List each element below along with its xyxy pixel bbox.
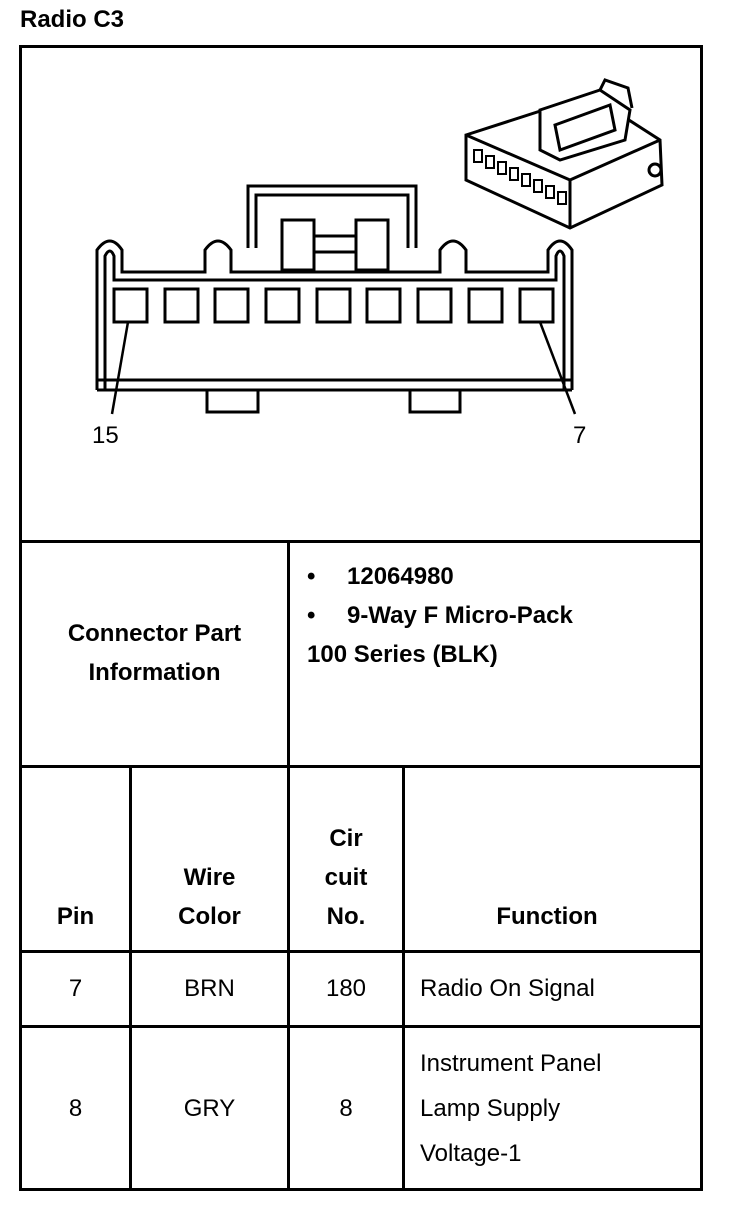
part-number: • 12064980 xyxy=(307,563,454,590)
divider xyxy=(19,765,703,768)
table-cell-function: Instrument Panel xyxy=(420,1050,602,1077)
header-function: Function xyxy=(496,903,598,930)
table-cell-function: Voltage-1 xyxy=(420,1140,522,1167)
divider xyxy=(19,950,703,953)
page-title: Radio C3 xyxy=(20,6,125,33)
table-cell-function: Radio On Signal xyxy=(420,975,595,1002)
table-cell-pin: 8 xyxy=(68,1095,83,1122)
connector-frame xyxy=(19,45,703,1191)
divider xyxy=(129,765,132,1190)
divider xyxy=(402,765,405,1190)
pin-label-15: 15 xyxy=(92,422,119,449)
pin-label-7: 7 xyxy=(573,422,586,449)
header-circuit: Cir cuit No. xyxy=(324,825,368,930)
connector-type: • 9-Way F Micro-Pack xyxy=(307,602,573,629)
divider xyxy=(287,540,290,1190)
header-pin: Pin xyxy=(56,903,95,930)
divider xyxy=(19,1025,703,1028)
table-cell-wire-color: GRY xyxy=(183,1095,236,1122)
connector-series: 100 Series (BLK) xyxy=(307,641,498,668)
table-cell-circuit: 180 xyxy=(325,975,367,1002)
table-cell-circuit: 8 xyxy=(339,1095,353,1122)
table-cell-function: Lamp Supply xyxy=(420,1095,561,1122)
connector-info-label: Connector Part Information xyxy=(67,620,242,686)
header-wire-color: Wire Color xyxy=(178,864,241,930)
table-cell-wire-color: BRN xyxy=(184,975,235,1002)
divider xyxy=(19,540,703,543)
connector-3d-icon xyxy=(464,78,664,230)
table-cell-pin: 7 xyxy=(68,975,83,1002)
connector-diagram: 15 7 xyxy=(92,78,664,449)
pin-cavities xyxy=(112,287,555,324)
